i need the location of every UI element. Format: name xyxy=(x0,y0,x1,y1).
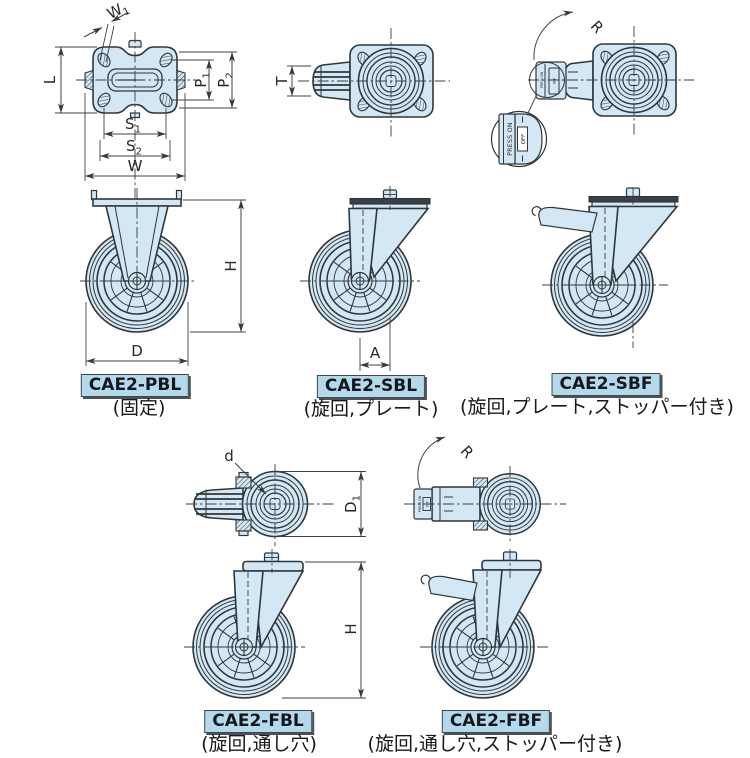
drawing-top-view-fixed-plate: W1 L P1 P2 S1 S2 W xyxy=(41,0,237,198)
dim-label-d-wheel: D xyxy=(131,342,143,360)
dim-label-w1: W1 xyxy=(104,0,132,25)
model-label-fbl: CAE2-FBL xyxy=(204,710,312,733)
dim-label-w: W xyxy=(128,157,143,175)
drawing-top-view-swivel-plate: T xyxy=(273,28,450,137)
drawing-side-view-pbl: H D xyxy=(80,188,246,366)
dim-label-h: H xyxy=(222,260,240,271)
model-caption-fbf: (旋回,通し穴,ストッパー付き) xyxy=(367,733,623,755)
dim-label-h2: H xyxy=(342,623,360,634)
dim-label-a: A xyxy=(370,344,381,362)
drawing-side-view-sbf xyxy=(531,187,679,348)
dim-label-l: L xyxy=(41,75,59,84)
drawing-side-view-fbl: H xyxy=(184,549,366,699)
model-label-pbl: CAE2-PBL xyxy=(80,374,190,397)
drawing-side-view-fbf xyxy=(420,549,548,699)
dim-label-s2: S2 xyxy=(126,137,142,158)
drawing-side-view-sbl: A xyxy=(300,186,431,371)
model-label-sbf: CAE2-SBF xyxy=(551,373,661,396)
drawing-top-view-stopper-plate: PRESS ON OFF PRESS ON OFF R xyxy=(490,10,694,168)
dim-label-p1: P1 xyxy=(192,72,213,87)
dim-label-p2: P2 xyxy=(215,72,236,87)
dim-label-d1: D1 xyxy=(342,495,363,513)
detail-source-circle xyxy=(529,62,565,98)
dim-label-t: T xyxy=(273,76,291,87)
drawing-top-view-fbf: PRESS ON OFF R xyxy=(404,436,566,544)
dim-label-r: R xyxy=(587,17,607,37)
stopper-off-text: OFF xyxy=(521,134,527,144)
stopper-off-text-small: OFF xyxy=(553,78,557,84)
stopper-press-on-text: PRESS ON xyxy=(507,122,514,156)
model-label-fbf: CAE2-FBF xyxy=(441,710,551,733)
model-caption-fbl: (旋回,通し穴) xyxy=(201,733,317,755)
model-caption-sbl: (旋回,プレート) xyxy=(303,398,439,420)
model-caption-sbf: (旋回,プレート,ストッパー付き) xyxy=(460,396,734,418)
model-caption-pbl: (固定) xyxy=(112,397,166,419)
stopper-detail-callout: PRESS ON OFF xyxy=(490,110,548,168)
dim-label-d-hole: d xyxy=(224,447,234,465)
drawing-top-view-fbl: d D1 xyxy=(186,447,366,546)
dim-label-s1: S1 xyxy=(125,115,141,136)
model-label-sbl: CAE2-SBL xyxy=(316,375,426,398)
dim-label-r2: R xyxy=(457,442,477,462)
